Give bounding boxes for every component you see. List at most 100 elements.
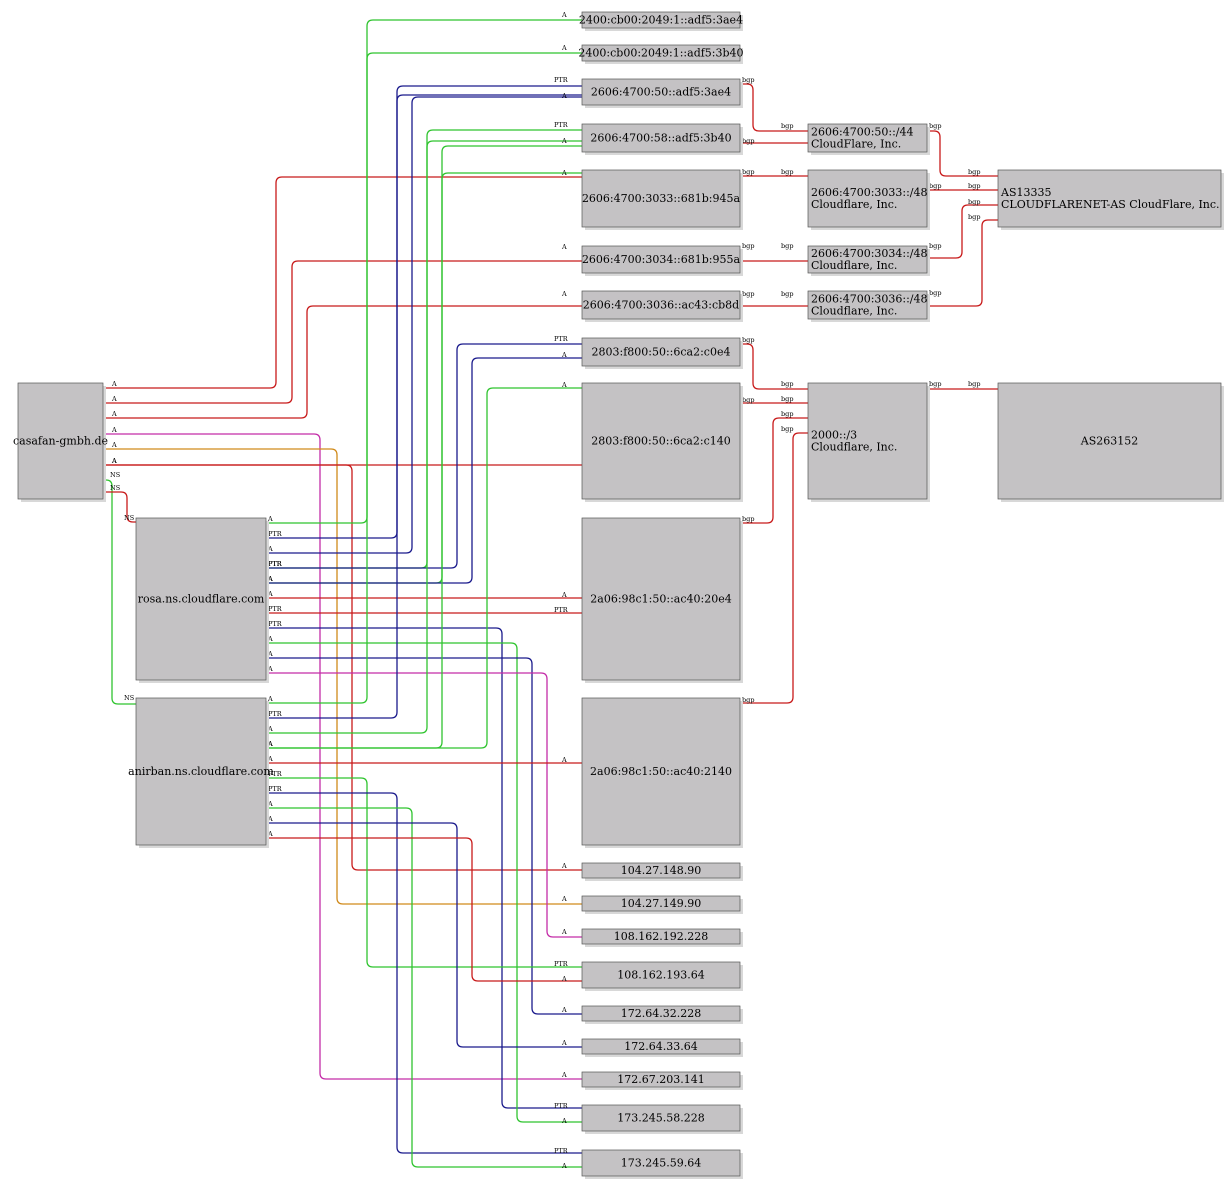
node-ip4-5[interactable]: 172.64.32.228 [581,1005,743,1024]
edge-label: A [561,243,567,251]
node-ip4-9[interactable]: 173.245.59.64 [581,1149,743,1179]
edge-label-bgp: bgp [742,515,754,523]
edge-label: A [267,695,273,703]
edge-label: A [561,862,567,870]
edge-label: PTR [268,560,283,568]
edge-label: A [561,928,567,936]
edge-label: PTR [554,1147,569,1155]
edge-label-bgp: bgp [781,242,793,250]
node-ip6-6[interactable]: 2606:4700:3034::681b:955a [581,245,743,276]
edge-line [266,145,582,584]
edge-label: A [561,1162,567,1170]
edge-line [740,432,808,704]
edge-line [740,343,808,390]
node-label: 172.67.203.141 [617,1073,704,1086]
edge-line [103,305,582,419]
node-label: 2606:4700:3033::681b:945a [582,192,741,205]
edge-label-bgp: bgp [968,182,980,190]
edge-line [266,85,582,539]
edge-label-bgp: bgp [781,425,793,433]
node-label: 2606:4700:58::adf5:3b40 [590,132,731,145]
edge-label: A [111,410,117,418]
node-label: AS13335 [1000,186,1051,199]
node-ip4-7[interactable]: 172.67.203.141 [581,1071,743,1090]
node-label: 2400:cb00:2049:1::adf5:3b40 [578,47,743,60]
edge-label-bgp: bgp [742,336,754,344]
edge-label: A [267,665,273,673]
edge-label-bgp: bgp [781,168,793,176]
node-ip6-5[interactable]: 2606:4700:3033::681b:945a [581,169,743,230]
edge-label: NS [124,694,134,702]
node-ip6-11[interactable]: 2a06:98c1:50::ac40:2140 [581,697,743,848]
node-label: 172.64.32.228 [621,1007,701,1020]
node-label: 2606:4700:50::adf5:3ae4 [591,86,731,99]
edge-line [266,357,582,584]
node-ip6-3[interactable]: 2606:4700:50::adf5:3ae4 [581,78,743,108]
edge-line [266,140,582,734]
edge-line [103,491,136,523]
edge-label: A [267,515,273,523]
edge-line [103,464,582,871]
node-as-2[interactable]: AS263152 [997,382,1224,502]
edge-label: A [561,137,567,145]
node-ip4-8[interactable]: 173.245.58.228 [581,1104,743,1134]
node-label: 2606:4700:3034::681b:955a [582,253,741,266]
edge-label: PTR [268,560,283,568]
node-label: rosa.ns.cloudflare.com [138,593,265,606]
edge-label-bgp: bgp [742,168,754,176]
node-ip6-9[interactable]: 2803:f800:50::6ca2:c140 [581,382,743,502]
node-ip4-2[interactable]: 104.27.149.90 [581,895,743,914]
edge-line [266,657,582,1015]
node-ip6-2[interactable]: 2400:cb00:2049:1::adf5:3b40 [578,44,744,64]
node-ip6-7[interactable]: 2606:4700:3036::ac43:cb8d [581,290,743,322]
edge-line [266,792,582,1154]
edge-label-bgp: bgp [781,290,793,298]
edge-line [103,479,136,705]
edge-label: A [267,830,273,838]
node-ip4-1[interactable]: 104.27.148.90 [581,862,743,881]
edge-label: A [561,44,567,52]
node-label: 104.27.149.90 [621,897,701,910]
node-ip6-4[interactable]: 2606:4700:58::adf5:3b40 [581,123,743,155]
edge-label: PTR [554,606,569,614]
edge-label-bgp: bgp [781,395,793,403]
edge-label: A [561,290,567,298]
node-label: 2a06:98c1:50::ac40:20e4 [590,593,731,606]
node-label: 2606:4700:50::/44 [811,126,914,139]
edge-line [740,83,808,132]
edge-line [266,96,582,554]
edge-label: A [267,545,273,553]
edge-line [266,642,582,1123]
node-domain[interactable]: casafan-gmbh.de [13,382,108,502]
edge-label: A [267,590,273,598]
edge-label: PTR [554,960,569,968]
edge-label-bgp: bgp [968,168,980,176]
node-ip6-10[interactable]: 2a06:98c1:50::ac40:20e4 [581,517,743,683]
node-ip6-1[interactable]: 2400:cb00:2049:1::adf5:3ae4 [579,11,743,31]
node-ip4-4[interactable]: 108.162.193.64 [581,961,743,991]
edge-line [266,172,582,749]
node-ip6-8[interactable]: 2803:f800:50::6ca2:c0e4 [581,337,743,369]
node-ip4-6[interactable]: 172.64.33.64 [581,1038,743,1057]
node-ns-rosa[interactable]: rosa.ns.cloudflare.com [135,517,269,683]
edge-line [740,417,808,524]
node-label: 172.64.33.64 [624,1040,697,1053]
edge-line [266,94,582,719]
node-label: 108.162.193.64 [617,969,704,982]
edge-label: A [267,575,273,583]
node-label: Cloudflare, Inc. [811,198,897,211]
node-ns-anirban[interactable]: anirban.ns.cloudflare.com [128,697,274,848]
edge-label-bgp: bgp [742,396,754,404]
node-ip4-3[interactable]: 108.162.192.228 [581,928,743,947]
node-label: 2803:f800:50::6ca2:c0e4 [592,346,731,359]
edge-label-bgp: bgp [929,289,941,297]
edge-label: A [561,1039,567,1047]
edge-label-bgp: bgp [968,380,980,388]
edge-label: PTR [554,121,569,129]
